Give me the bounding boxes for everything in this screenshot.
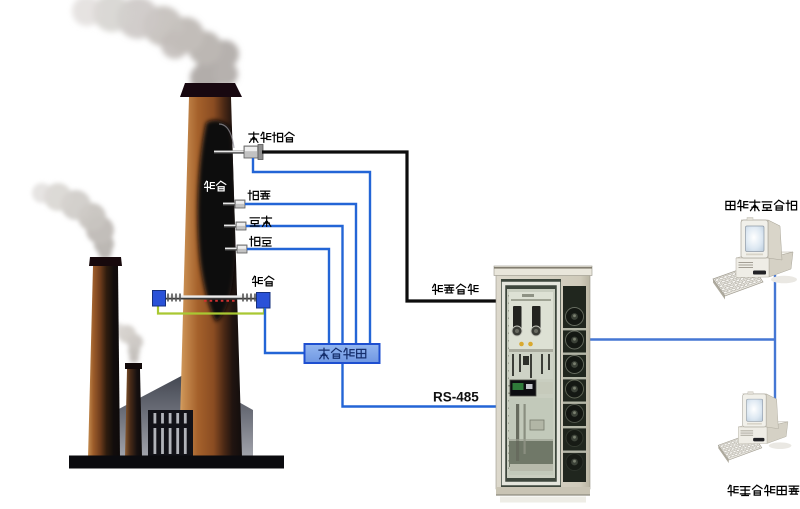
svg-text:RS-485: RS-485 (433, 390, 479, 405)
